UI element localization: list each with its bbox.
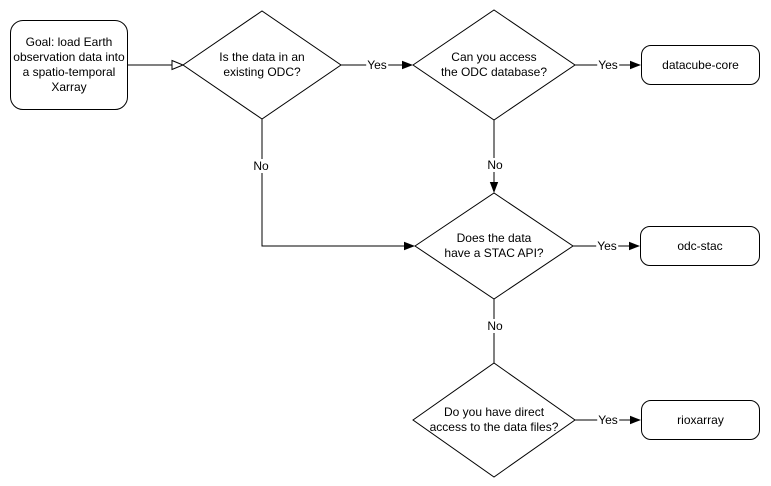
edge-label-existing-odc-yes: Yes — [366, 58, 388, 72]
node-odc-stac: odc-stac — [640, 226, 760, 266]
arrowhead-direct-access-yes — [630, 415, 641, 425]
edge-label-stac-api-yes: Yes — [596, 239, 618, 253]
open-arrowhead-goal — [171, 59, 185, 71]
node-goal-label: Goal: load Earth observation data into a… — [13, 35, 125, 94]
decision-existing-odc-shape — [182, 10, 342, 120]
arrowhead-access-db-yes — [630, 60, 641, 70]
decision-direct-access-shape — [412, 362, 576, 478]
node-datacube-core: datacube-core — [641, 45, 760, 85]
edge-existing-odc-no — [261, 119, 405, 247]
node-rioxarray-label: rioxarray — [677, 412, 724, 427]
node-rioxarray: rioxarray — [641, 400, 760, 440]
arrowhead-existing-odc-no — [404, 241, 415, 251]
decision-stac-api-shape — [414, 192, 574, 300]
decision-access-db-shape — [412, 9, 576, 121]
arrowhead-stac-api-yes — [629, 241, 640, 251]
edge-label-direct-access-yes: Yes — [597, 413, 619, 427]
arrowhead-access-db-no — [489, 182, 499, 193]
arrowhead-existing-odc-yes — [402, 60, 413, 70]
edge-label-access-db-no: No — [486, 158, 504, 172]
node-datacube-core-label: datacube-core — [662, 57, 739, 72]
node-odc-stac-label: odc-stac — [677, 238, 723, 253]
edge-label-existing-odc-no: No — [252, 159, 270, 173]
edge-label-access-db-yes: Yes — [597, 58, 619, 72]
edge-label-stac-api-no: No — [486, 319, 504, 333]
node-goal: Goal: load Earth observation data into a… — [10, 20, 128, 110]
